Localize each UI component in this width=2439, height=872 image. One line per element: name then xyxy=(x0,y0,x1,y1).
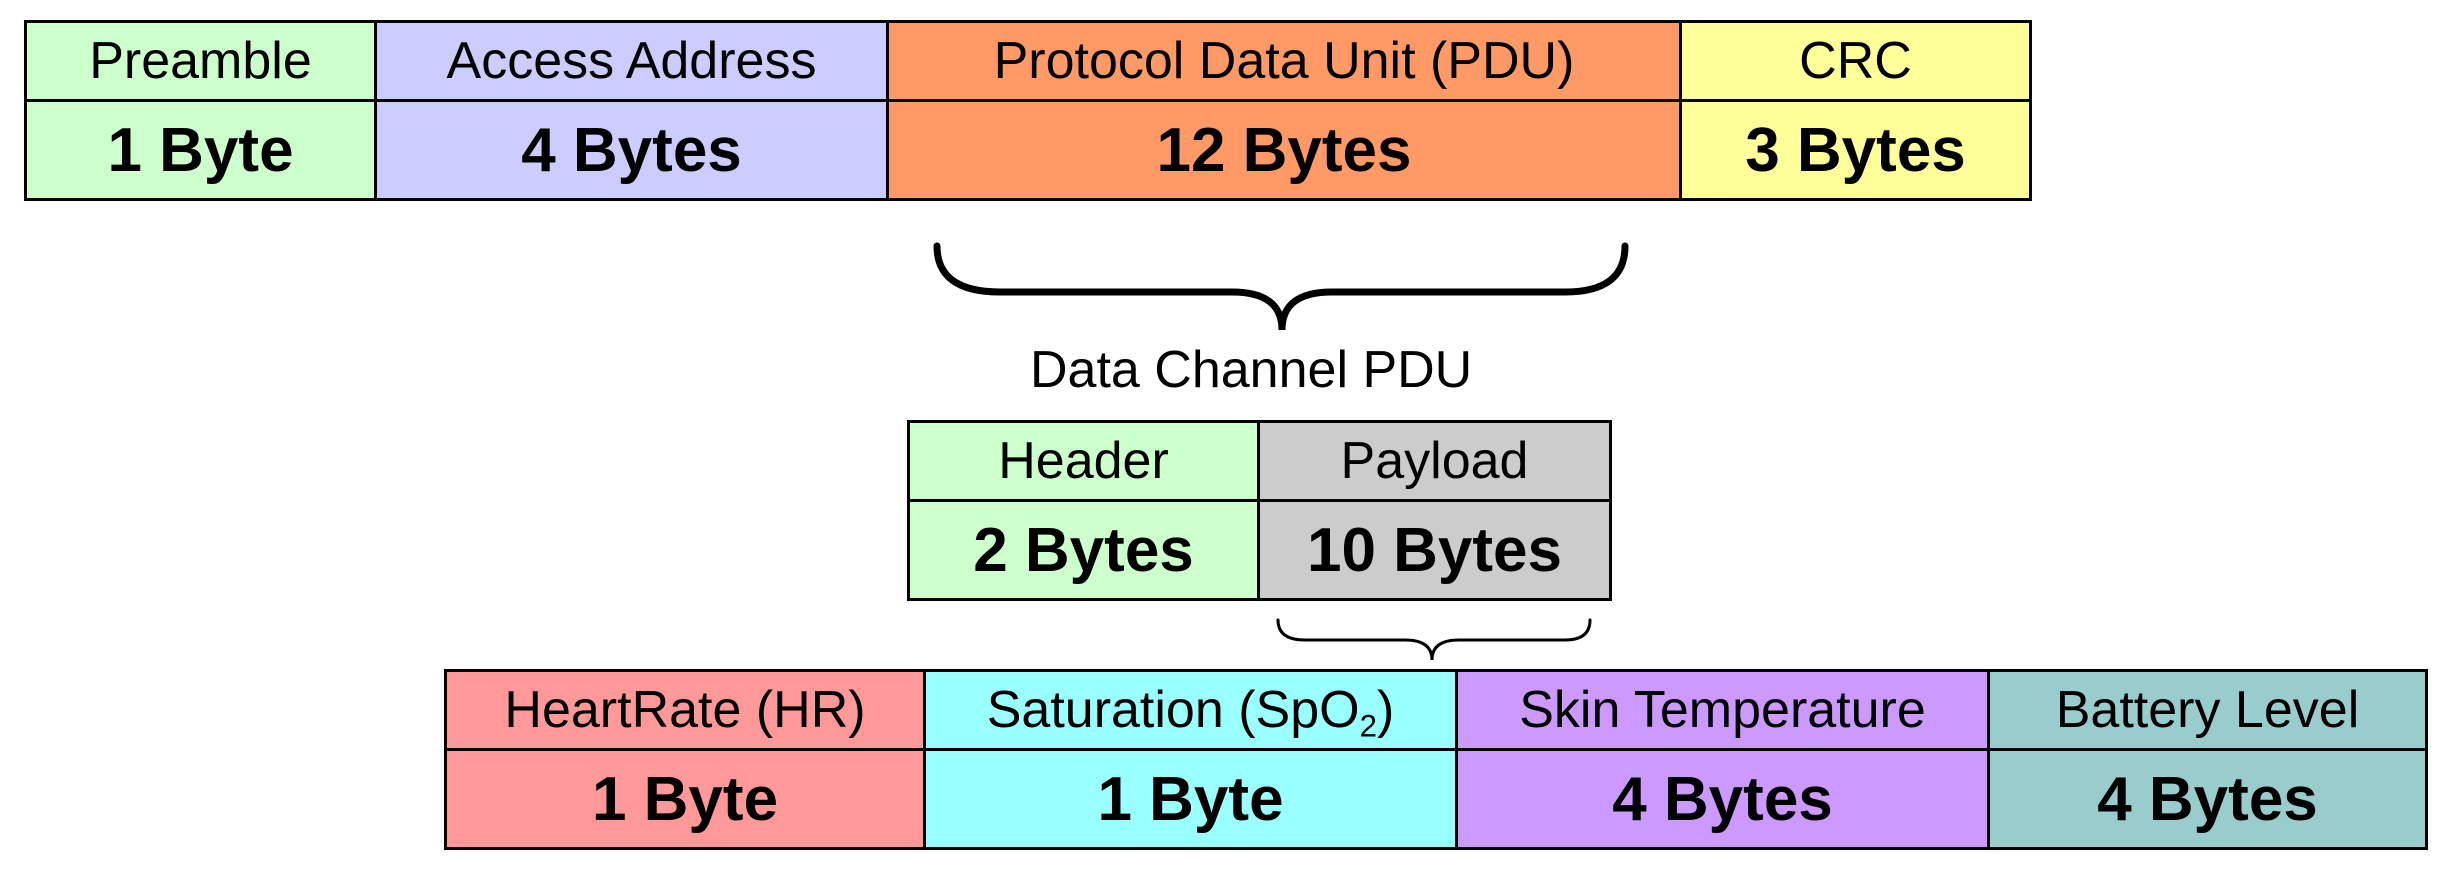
saturation-label-suffix: ) xyxy=(1376,681,1395,739)
data-channel-pdu-table: Header Payload 2 Bytes 10 Bytes xyxy=(907,420,1612,601)
crc-size: 3 Bytes xyxy=(1679,99,2032,201)
access-address-size: 4 Bytes xyxy=(374,99,889,201)
pdu-expansion-brace xyxy=(933,242,1629,331)
access-address-label: Access Address xyxy=(374,20,889,102)
heart-rate-size: 1 Byte xyxy=(444,748,926,850)
saturation-size: 1 Byte xyxy=(923,748,1458,850)
ble-packet-table: Preamble Access Address Protocol Data Un… xyxy=(24,20,2032,201)
preamble-label: Preamble xyxy=(24,20,377,102)
payload-expansion-brace xyxy=(1276,618,1592,661)
payload-size: 10 Bytes xyxy=(1257,499,1612,601)
preamble-size: 1 Byte xyxy=(24,99,377,201)
crc-label: CRC xyxy=(1679,20,2032,102)
battery-level-label: Battery Level xyxy=(1987,669,2428,751)
pdu-size: 12 Bytes xyxy=(886,99,1682,201)
battery-level-size: 4 Bytes xyxy=(1987,748,2428,850)
payload-label: Payload xyxy=(1257,420,1612,502)
pdu-label: Protocol Data Unit (PDU) xyxy=(886,20,1682,102)
heart-rate-label: HeartRate (HR) xyxy=(444,669,926,751)
payload-table: HeartRate (HR) Saturation (SpO2) Skin Te… xyxy=(444,669,2428,850)
skin-temperature-label: Skin Temperature xyxy=(1455,669,1990,751)
saturation-label: Saturation (SpO2) xyxy=(923,669,1458,751)
header-size: 2 Bytes xyxy=(907,499,1260,601)
skin-temperature-size: 4 Bytes xyxy=(1455,748,1990,850)
header-label: Header xyxy=(907,420,1260,502)
data-channel-pdu-caption: Data Channel PDU xyxy=(1030,341,1473,399)
saturation-label-prefix: Saturation (SpO xyxy=(986,681,1360,739)
saturation-label-subscript: 2 xyxy=(1359,708,1377,744)
